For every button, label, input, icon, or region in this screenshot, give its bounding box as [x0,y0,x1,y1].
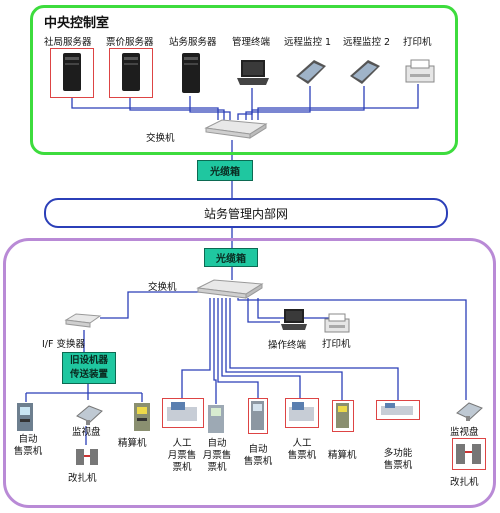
server-icon [174,50,208,96]
printer-icon [322,312,352,334]
legacy-fare-adjust-label: 精算机 [118,438,147,449]
station-area [3,238,496,508]
legacy-auto-ticket-label: 自动售票机 [13,434,43,457]
switch-icon [196,278,264,300]
control-switch-label: 交换机 [146,133,175,144]
multifunction-machine-label: 多功能售票机 [383,448,413,471]
tablet-icon [346,58,382,86]
server-icon [109,48,153,98]
station-internal-network: 站务管理内部网 [44,198,448,228]
manual-pass-machine-label: 人工月票售票机 [167,438,197,473]
if-converter-label: I/F 变换器 [42,339,85,350]
device-label-fare-server: 票价服务器 [106,37,154,48]
device-label-remote-monitor-1: 远程监控 1 [284,37,332,48]
device-label-management-terminal: 管理终端 [232,37,271,48]
fiber-box-upper: 光缆箱 [197,160,253,181]
switch-icon [204,118,268,140]
fare-adjust-machine-label: 精算机 [328,450,357,461]
server-icon [50,48,94,98]
laptop-icon [236,58,270,88]
gate-label: 改扎机 [450,477,479,488]
legacy-monitor-label: 监视盘 [72,427,101,438]
legacy-device-line2: 传送装置 [69,369,108,380]
station-printer-label: 打印机 [322,339,351,350]
manual-pass-machine-icon [162,398,204,428]
ticket-machine-icon [14,402,36,432]
legacy-gate-label: 改扎机 [68,473,97,484]
monitor-panel-icon [74,402,104,426]
control-room-title: 中央控制室 [44,16,110,31]
monitor-panel-icon [454,400,484,422]
fare-adjust-machine-icon [332,400,354,432]
if-converter-icon [64,312,102,330]
auto-ticket-machine-label: 自动售票机 [243,444,273,467]
tablet-icon [292,58,328,86]
auto-pass-machine-label: 自动月票售票机 [202,438,232,473]
operator-terminal-label: 操作终端 [268,340,307,351]
multifunction-machine-icon [376,400,420,420]
station-switch-label: 交换机 [148,282,177,293]
auto-ticket-machine-icon [248,398,268,434]
fiber-box-lower: 光缆箱 [204,248,258,267]
device-label-bureau-server: 社局服务器 [44,37,92,48]
manual-ticket-machine-icon [285,398,319,428]
printer-icon [402,58,438,86]
device-label-printer: 打印机 [403,37,432,48]
laptop-icon [280,308,308,332]
auto-pass-machine-icon [206,404,226,434]
gate-icon [452,438,486,470]
monitor-panel-label: 监视盘 [450,427,479,438]
central-control-room [30,5,458,155]
device-label-remote-monitor-2: 远程监控 2 [343,37,391,48]
gate-icon [74,445,100,467]
manual-ticket-machine-label: 人工售票机 [287,438,317,461]
legacy-transfer-device: 旧设机器 传送装置 [62,352,116,384]
fare-adjust-machine-icon [131,402,153,432]
legacy-device-line1: 旧设机器 [69,355,108,366]
device-label-station-server: 站务服务器 [169,37,217,48]
